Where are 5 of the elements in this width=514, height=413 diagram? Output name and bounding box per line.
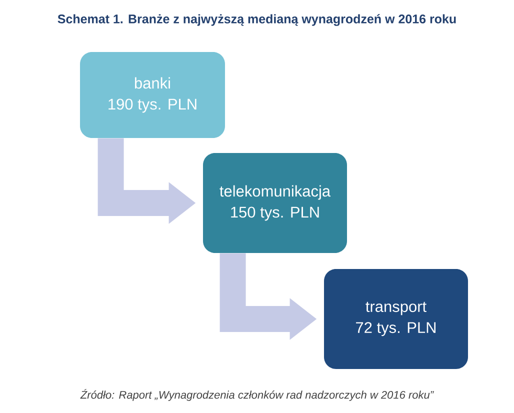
title: Schemat 1. Branże z najwyższą medianą wynagrodzeń w 2016 roku — [58, 14, 456, 26]
process-box: banki 190 tys. PLN — [80, 52, 225, 138]
process-box: telekomunikacja 150 tys. PLN — [203, 153, 347, 253]
process-box: transport 72 tys. PLN — [324, 269, 468, 369]
caption: Źródło: Raport „Wynagrodzenia członków rad nadzorczych w 2016 roku” — [80, 389, 434, 401]
